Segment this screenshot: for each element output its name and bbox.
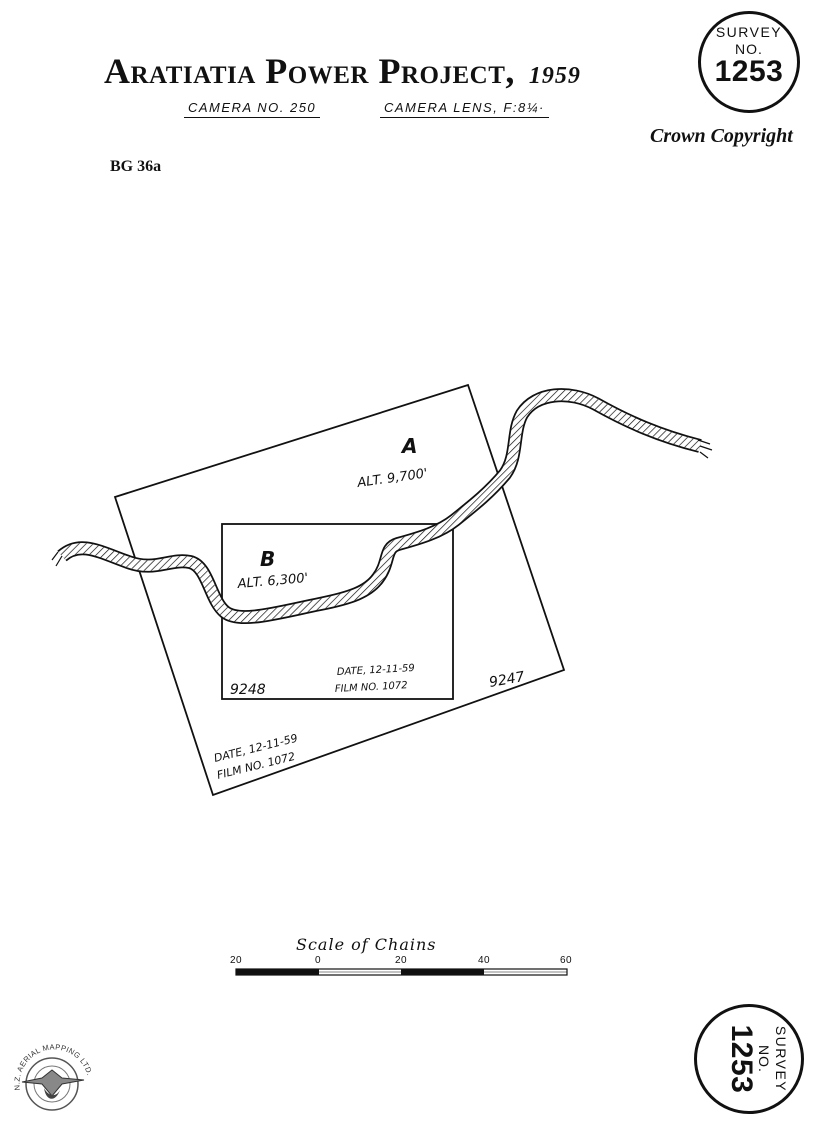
stamp-survey-word: SURVEY	[773, 1025, 789, 1093]
photo-frame-a	[113, 383, 566, 797]
stamp-rotated-content: SURVEY NO. 1253	[697, 1007, 801, 1111]
crown-copyright-label: Crown Copyright	[650, 125, 793, 147]
frame-a-letter: A	[400, 434, 417, 458]
stamp-survey-word: SURVEY	[715, 24, 783, 40]
title-year: 1959	[528, 63, 581, 89]
camera-number-label: CAMERA NO. 250	[184, 100, 321, 118]
frame-b-photo-number: 9248	[230, 682, 266, 698]
scale-tick-label: 20	[230, 955, 243, 966]
stamp-number: 1253	[714, 55, 784, 88]
frame-a-photo-number: 9247	[488, 669, 526, 691]
reference-code: BG 36a	[110, 158, 162, 175]
scale-tick-label: 20	[395, 955, 408, 966]
scale-tick-label: 60	[560, 955, 573, 966]
camera-lens-label: CAMERA LENS, F:8¼·	[380, 100, 549, 118]
survey-stamp-bottom: SURVEY NO. 1253	[694, 1004, 804, 1114]
scale-title: Scale of Chains	[296, 935, 437, 954]
stamp-number: 1253	[725, 1024, 758, 1094]
frame-b-date: DATE, 12-11-59	[337, 663, 415, 678]
stamp-no-word: NO.	[756, 1045, 772, 1073]
title-text: Aratiatia Power Project,	[104, 51, 515, 91]
frame-b-film: FILM NO. 1072	[335, 680, 408, 695]
river-course	[51, 388, 713, 625]
frame-a-altitude: ALT. 9,700'	[355, 466, 428, 491]
frame-b-altitude: ALT. 6,300'	[236, 571, 309, 592]
scale-bar	[235, 968, 568, 976]
stamp-no-word: NO.	[735, 41, 763, 57]
page-title: Aratiatia Power Project, 1959	[104, 50, 581, 92]
frame-b-letter: B	[260, 547, 275, 571]
scale-tick-label: 40	[478, 955, 491, 966]
survey-stamp-top: SURVEY NO. 1253	[698, 11, 800, 113]
nz-aerial-mapping-logo: N.Z. AERIAL MAPPING LTD.	[12, 1042, 94, 1111]
scale-tick-label: 0	[315, 955, 322, 966]
